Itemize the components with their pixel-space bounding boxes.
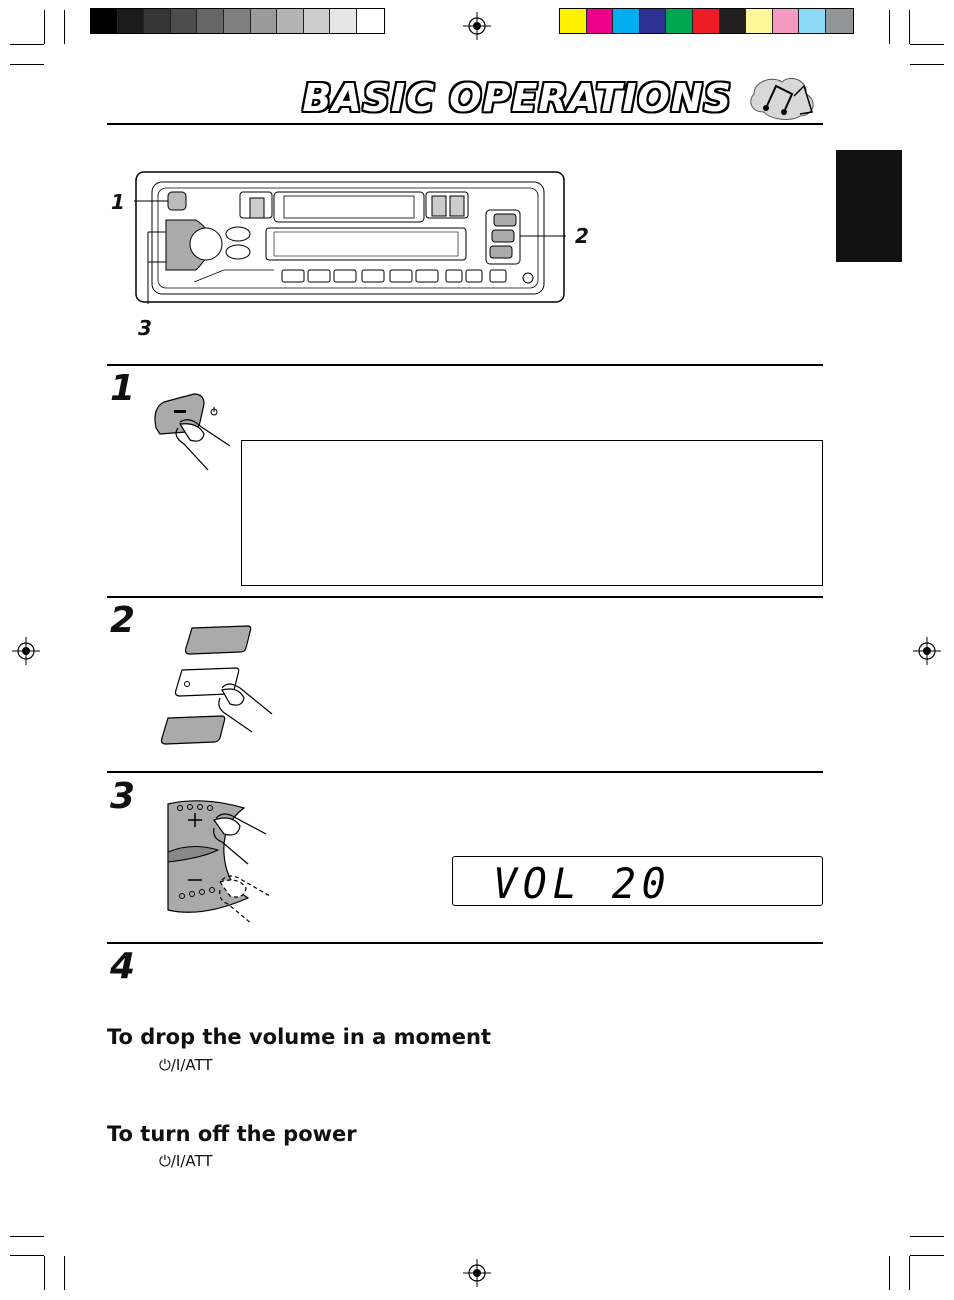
crop-mark	[889, 10, 890, 44]
page-title: BASIC OPERATIONS	[302, 76, 732, 120]
step-1-rule	[107, 364, 823, 366]
crop-mark	[10, 44, 44, 45]
crop-mark	[910, 1236, 944, 1237]
crop-mark	[10, 64, 44, 65]
crop-mark	[910, 64, 944, 65]
registration-mark-icon	[12, 637, 40, 665]
crop-mark	[64, 10, 65, 44]
process-swatch	[586, 9, 614, 33]
section-heading-drop-volume: To drop the volume in a moment	[107, 1025, 492, 1049]
crop-mark	[909, 1256, 910, 1290]
callout-1: 1	[111, 190, 125, 214]
grayscale-swatch	[91, 9, 118, 33]
source-button-press-icon	[160, 625, 273, 745]
step-4-rule	[107, 942, 823, 944]
process-swatch	[719, 9, 747, 33]
attenuator-button-label: ⏻/I/ATT	[159, 1056, 213, 1074]
process-color-bar	[559, 8, 854, 34]
process-swatch	[746, 9, 773, 33]
process-swatch	[639, 9, 667, 33]
registration-mark-icon	[913, 637, 941, 665]
grayscale-color-bar	[90, 8, 385, 34]
process-swatch	[666, 9, 693, 33]
registration-mark-icon	[463, 1259, 491, 1287]
volume-display-text: VOL 20	[493, 859, 672, 908]
step-3-number: 3	[110, 776, 136, 817]
step-2-rule	[107, 596, 823, 598]
power-button-press-icon	[154, 393, 231, 471]
crop-mark	[10, 1255, 44, 1256]
callout-2: 2	[575, 224, 589, 248]
step-2-number: 2	[110, 600, 136, 641]
grayscale-swatch	[144, 9, 171, 33]
crop-mark	[44, 1256, 45, 1290]
step-1-number: 1	[110, 368, 136, 409]
crop-mark	[44, 10, 45, 44]
process-swatch	[692, 9, 720, 33]
step-4-number: 4	[110, 946, 136, 987]
grayscale-swatch	[250, 9, 278, 33]
grayscale-swatch	[117, 9, 145, 33]
step-3-rule	[107, 771, 823, 773]
process-swatch	[772, 9, 800, 33]
crop-mark	[64, 1256, 65, 1290]
title-rule	[107, 123, 823, 125]
registration-mark-icon	[463, 12, 491, 40]
grayscale-swatch	[303, 9, 331, 33]
crop-mark	[909, 10, 910, 44]
unit-front-panel-diagram	[134, 171, 566, 304]
grayscale-swatch	[277, 9, 304, 33]
grayscale-swatch	[223, 9, 251, 33]
grayscale-swatch	[356, 9, 384, 33]
crop-mark	[910, 1255, 944, 1256]
volume-display: VOL 20	[452, 856, 823, 908]
process-swatch	[799, 9, 826, 33]
note-box	[241, 440, 823, 586]
volume-control-press-icon	[167, 800, 271, 925]
process-swatch	[560, 9, 587, 33]
process-swatch	[825, 9, 853, 33]
crop-mark	[10, 1236, 44, 1237]
music-note-icon	[750, 78, 814, 120]
process-swatch	[613, 9, 640, 33]
grayscale-swatch	[197, 9, 224, 33]
language-tab	[836, 150, 902, 262]
power-button-label: ⏻/I/ATT	[159, 1152, 213, 1170]
grayscale-swatch	[330, 9, 357, 33]
section-heading-turn-off: To turn off the power	[107, 1122, 357, 1146]
crop-mark	[889, 1256, 890, 1290]
crop-mark	[910, 44, 944, 45]
grayscale-swatch	[170, 9, 198, 33]
callout-3: 3	[138, 316, 152, 340]
